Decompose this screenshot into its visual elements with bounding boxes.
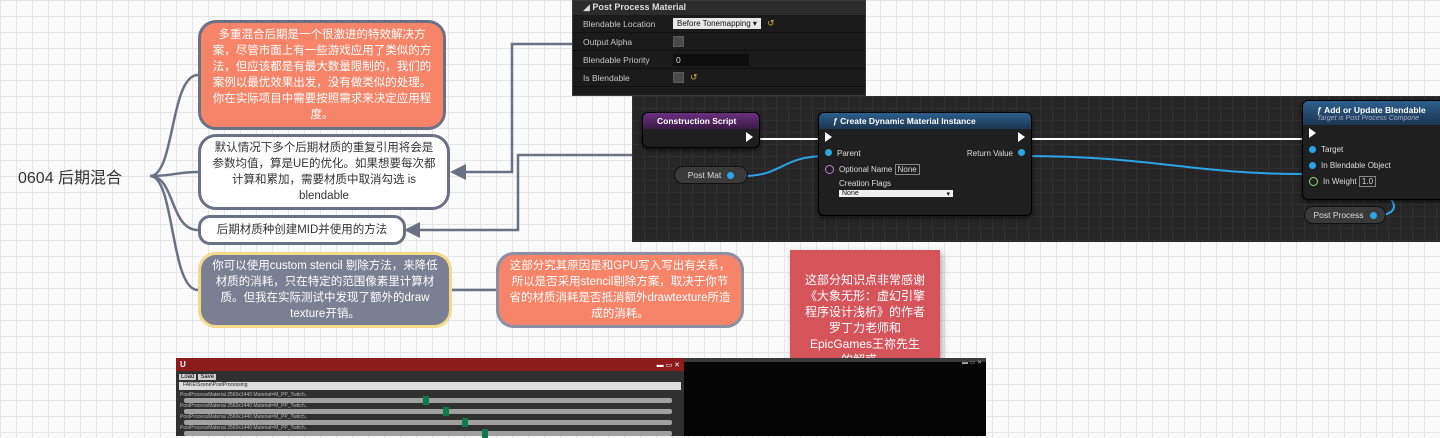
viewport-controls-icon[interactable]: ▬ ▭ ✕ [961, 360, 982, 366]
track-marker[interactable] [481, 429, 488, 438]
track-bar [184, 407, 672, 416]
load-button[interactable]: Load [179, 374, 197, 380]
row-blendable-priority: Blendable Priority 0 [573, 51, 865, 69]
profiler-window: U ▬ ▭ ✕ Load Save FAKE\Scene\PostProcess… [176, 358, 684, 438]
track-label: PostProcessMaterial 2560x1440 Material=M… [180, 392, 308, 398]
exec-out-pin[interactable] [746, 132, 753, 142]
reset-arrow-icon[interactable]: ↺ [766, 18, 775, 28]
is-blendable-checkbox[interactable] [673, 72, 684, 83]
row-output-alpha: Output Alpha [573, 33, 865, 51]
track-bar [184, 396, 672, 405]
construction-script-node[interactable]: Construction Script [642, 112, 760, 148]
track-bar [184, 429, 672, 438]
reset-arrow-icon[interactable]: ↺ [690, 72, 698, 82]
track-marker[interactable] [462, 418, 469, 427]
window-titlebar: U ▬ ▭ ✕ [176, 358, 684, 371]
viewport-black: ▬ ▭ ✕ [684, 358, 986, 436]
track-marker[interactable] [442, 407, 449, 416]
save-button[interactable]: Save [198, 374, 217, 380]
unreal-logo-icon: U [180, 360, 186, 369]
node-create-mid[interactable]: 后期材质种创建MID并使用的方法 [198, 215, 406, 245]
create-dmi-node[interactable]: ƒ Create Dynamic Material Instance Paren… [818, 112, 1032, 216]
construction-script-title: Construction Script [643, 113, 759, 129]
path-bar: FAKE\Scene\PostProcessing [179, 382, 681, 390]
row-blendable-location: Blendable Location Before Tonemapping ▾ … [573, 15, 865, 33]
creation-flags-dropdown[interactable]: None▾ [839, 190, 953, 198]
details-header: ◢ Post Process Material [573, 1, 865, 15]
blendable-priority-input[interactable]: 0 [673, 53, 749, 66]
post-process-node[interactable]: Post Process [1304, 206, 1386, 224]
track-label: PostProcessMaterial 2560x1440 Material=M… [180, 425, 308, 431]
post-mat-node[interactable]: Post Mat [674, 166, 748, 184]
node-default-blend[interactable]: 默认情况下多个后期材质的重复引用将会是参数均值，算是UE的优化。如果想要每次都计… [198, 134, 450, 210]
node-multi-blend[interactable]: 多重混合后期是一个很激进的特效解决方案，尽管市面上有一些游戏应用了类似的方法，但… [198, 20, 446, 130]
create-dmi-title: ƒ Create Dynamic Material Instance [819, 113, 1031, 129]
node-custom-stencil[interactable]: 你可以使用custom stencil 剔除方法，来降低材质的消耗，只在特定的范… [198, 252, 452, 328]
track-label: PostProcessMaterial 2560x1440 Material=M… [180, 403, 308, 409]
details-panel: ◢ Post Process Material Blendable Locati… [572, 0, 866, 96]
track-bar [184, 418, 672, 427]
row-is-blendable: Is Blendable ↺ [573, 69, 865, 87]
window-controls-icon[interactable]: ▬ ▭ ✕ [656, 361, 680, 369]
blendable-location-dropdown[interactable]: Before Tonemapping ▾ [673, 18, 761, 29]
add-update-blendable-node[interactable]: ƒ Add or Update Blendable Target is Post… [1302, 100, 1440, 200]
node-gpu-write[interactable]: 这部分究其原因是和GPU写入写出有关系，所以是否采用stencil剔除方案，取决… [496, 252, 744, 328]
track-list: PostProcessMaterial 2560x1440 Material=M… [176, 392, 684, 438]
track-label: PostProcessMaterial 2560x1440 Material=M… [180, 414, 308, 420]
track-marker[interactable] [423, 396, 430, 405]
root-topic[interactable]: 0604 后期混合 [18, 170, 123, 187]
output-alpha-checkbox[interactable] [673, 36, 684, 47]
blueprint-graph[interactable]: Construction Script Post Mat ƒ Create Dy… [632, 96, 1440, 242]
